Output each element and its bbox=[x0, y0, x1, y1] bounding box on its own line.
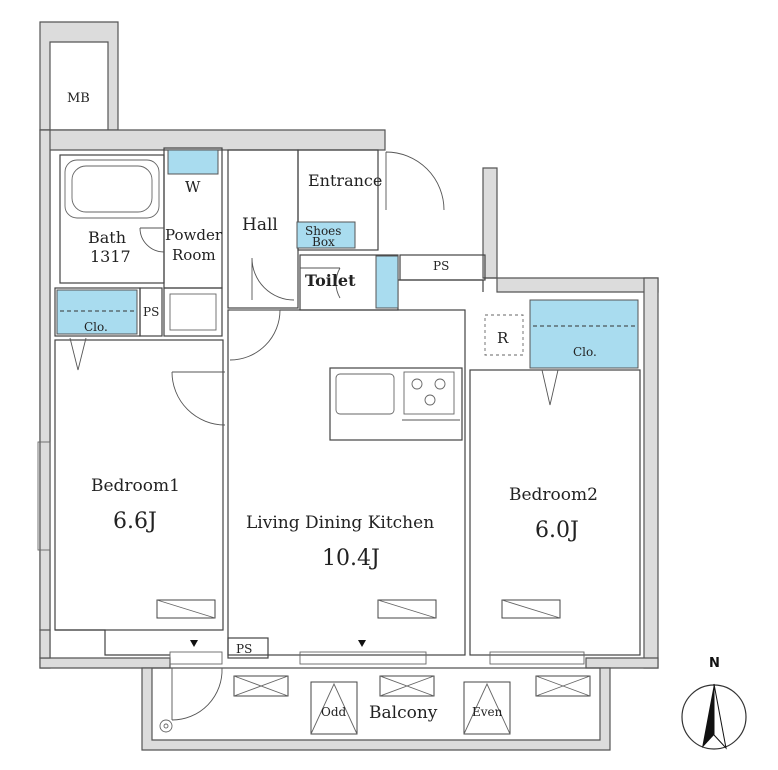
refrigerator-label: R bbox=[497, 329, 509, 347]
toilet-label: Toilet bbox=[305, 271, 356, 290]
shoes-label: Shoes bbox=[305, 224, 341, 238]
exterior-walls bbox=[39, 21, 659, 751]
bedroom2-size: 6.0J bbox=[535, 518, 579, 543]
balcony-hatch-boxes bbox=[310, 681, 511, 735]
hall-label: Hall bbox=[242, 215, 278, 235]
mb-label: MB bbox=[67, 91, 90, 106]
washer-tray bbox=[167, 149, 219, 175]
entrance-label: Entrance bbox=[308, 171, 382, 190]
ac-markers bbox=[37, 441, 591, 733]
doors bbox=[69, 151, 559, 721]
ps-top-label: PS bbox=[433, 259, 449, 273]
toilet-tank bbox=[375, 255, 399, 309]
shoes-box bbox=[296, 221, 356, 249]
shoes-label-2: Box bbox=[312, 235, 335, 249]
balcony-label: Balcony bbox=[369, 703, 438, 723]
storage-areas bbox=[56, 149, 639, 369]
powder-label-2: Room bbox=[172, 246, 216, 264]
closet-left bbox=[56, 289, 138, 335]
closet-right bbox=[529, 299, 639, 369]
bedroom1-size: 6.6J bbox=[113, 509, 157, 534]
washer-label: W bbox=[185, 178, 201, 196]
closet-right-label: Clo. bbox=[573, 345, 597, 359]
bath-size-label: 1317 bbox=[90, 247, 131, 266]
powder-label: Powder bbox=[165, 226, 223, 244]
ps-left-label: PS bbox=[143, 305, 159, 319]
odd-label: Odd bbox=[321, 705, 347, 719]
compass-north-label: N bbox=[709, 656, 720, 671]
bedroom1-label: Bedroom1 bbox=[91, 476, 180, 496]
ps-bottom-label: PS bbox=[236, 642, 252, 656]
ldk-label: Living Dining Kitchen bbox=[246, 513, 434, 533]
ldk-size: 10.4J bbox=[322, 546, 380, 571]
even-label: Even bbox=[472, 705, 503, 719]
bedroom2-label: Bedroom2 bbox=[509, 485, 598, 505]
closet-left-label: Clo. bbox=[84, 320, 108, 334]
compass-arrow-icon bbox=[702, 684, 714, 748]
north-compass: N bbox=[681, 656, 747, 750]
bath-label: Bath bbox=[88, 228, 126, 247]
